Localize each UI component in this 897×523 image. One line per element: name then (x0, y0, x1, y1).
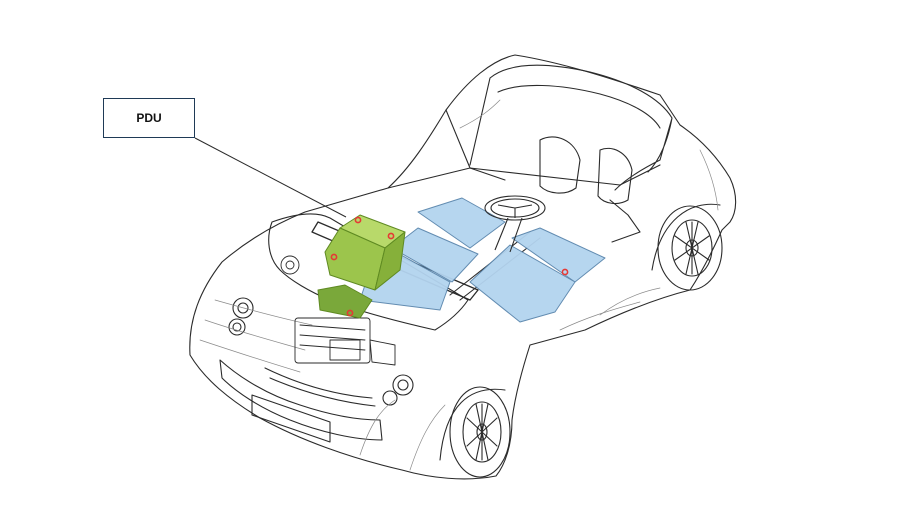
headlight-right (382, 374, 414, 406)
fender-front (439, 388, 506, 461)
seat-right (597, 147, 633, 205)
car-body-outline (189, 54, 737, 480)
wheel-front-right (449, 386, 511, 478)
fender-rear (651, 203, 721, 271)
battery-pack-5 (469, 244, 576, 323)
marker-pdu-3 (330, 253, 338, 261)
panel-mesh (199, 99, 719, 471)
front-bumper (219, 359, 383, 441)
license-plate (251, 394, 331, 443)
marker-pdu-4 (346, 309, 354, 317)
marker-battery (561, 268, 569, 276)
engine-bay (280, 255, 396, 366)
pdu-callout-label: PDU (103, 98, 195, 138)
dash-line (387, 164, 661, 189)
steering-wheel (484, 195, 546, 253)
pdu-connector-block (317, 284, 373, 319)
marker-pdu-1 (354, 216, 362, 224)
battery-pack-1 (417, 197, 506, 249)
marker-pdu-2 (387, 232, 395, 240)
seat-left (539, 136, 581, 194)
pdu-module-side (374, 231, 406, 291)
battery-pack-2 (391, 227, 479, 283)
pdu-callout-text: PDU (136, 111, 162, 125)
grille-line (264, 367, 373, 399)
roof-frame (469, 64, 673, 191)
wheel-rear-right (657, 205, 723, 291)
battery-pack-4 (511, 227, 606, 283)
callout-leader-line (194, 137, 347, 218)
seat-back-panel (609, 199, 641, 243)
a-pillar-left (445, 109, 506, 181)
grille-line-2 (269, 377, 376, 407)
hood-opening (268, 213, 469, 331)
windshield-inner (497, 84, 661, 129)
headlight-left (228, 297, 254, 336)
